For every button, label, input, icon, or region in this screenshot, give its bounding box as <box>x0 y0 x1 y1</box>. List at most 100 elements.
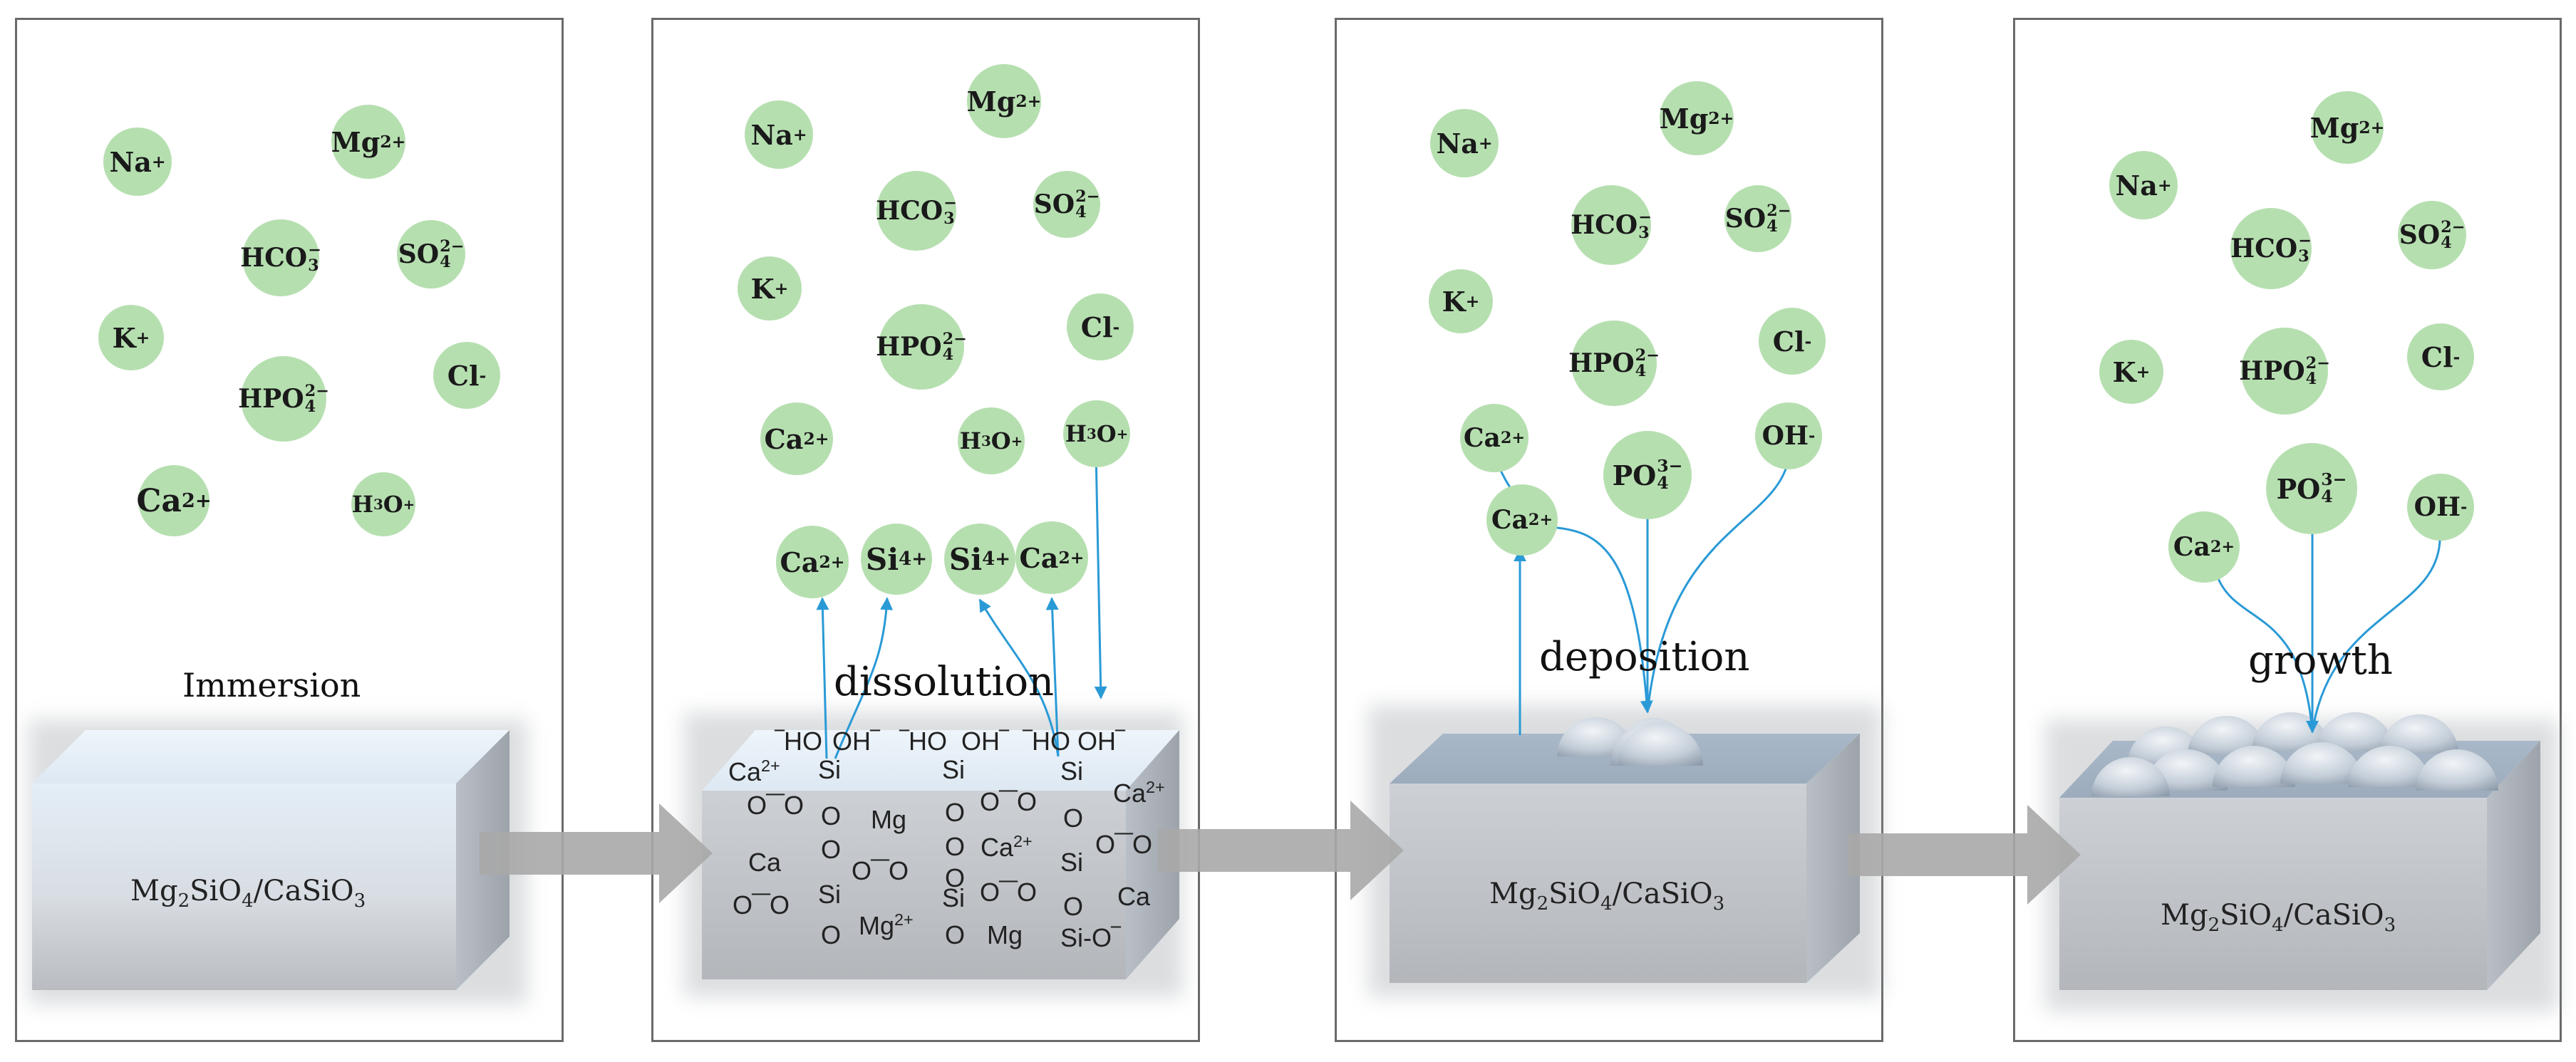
surface-oo: O‾‾O <box>747 791 804 820</box>
surface-o: O <box>821 920 842 949</box>
surface-o: O <box>945 832 966 861</box>
ion-oh: OH- <box>1755 402 1822 469</box>
process-arrow-2 <box>1158 801 1404 900</box>
ion-hco3: HCO−3 <box>240 219 321 296</box>
ion-na: Na+ <box>1430 109 1499 177</box>
material-label-1: Mg2SiO4/CaSiO3 <box>130 875 366 912</box>
surface-o: O <box>945 798 966 827</box>
surface-mg: Mg <box>871 805 907 834</box>
process-arrows <box>480 801 2081 905</box>
ion-flow-arrows <box>816 452 2441 759</box>
hydroxyapatite-dome <box>2348 746 2431 787</box>
block-growth <box>2045 712 2558 1011</box>
process-arrow-1 <box>480 803 713 903</box>
hydroxyapatite-dome <box>2188 716 2266 755</box>
surface-oo: O‾‾O <box>1095 830 1152 859</box>
ion-cl: Cl- <box>1759 308 1826 375</box>
surface-ca: Ca <box>748 848 782 877</box>
ion-hco3: HCO−3 <box>1571 185 1652 265</box>
block-deposition <box>1368 705 1881 997</box>
arrow-ca-deposit <box>1549 526 1653 714</box>
ion-cl: Cl- <box>1067 293 1134 360</box>
surface-ho: ‾HO <box>1023 727 1070 756</box>
label-immersion: Immersion <box>182 666 361 704</box>
ion-na: Na+ <box>745 100 813 169</box>
arrow-ca-release-2 <box>1045 597 1060 757</box>
surface-o: O <box>1063 803 1084 833</box>
surface-oo: O‾‾O <box>733 890 790 920</box>
hydroxyapatite-dome <box>2416 749 2498 791</box>
material-label-3: Mg2SiO4/CaSiO3 <box>1489 878 1725 915</box>
ion-k: K+ <box>1429 269 1493 333</box>
surface-ho: ‾HO <box>900 727 947 756</box>
surface-si: Si <box>1060 756 1084 786</box>
surface-sio: Si-O‾ <box>1060 923 1120 952</box>
surface-o: O <box>821 835 842 864</box>
surface-oo: O‾‾O <box>980 878 1037 907</box>
ion-cl: Cl- <box>2407 323 2474 390</box>
ion-hco3: HCO−3 <box>2230 208 2312 289</box>
surface-ca2: Ca2+ <box>981 832 1033 862</box>
surface-oh: OH‾ <box>832 727 879 756</box>
ion-k: K+ <box>738 256 802 321</box>
ion-oh: OH- <box>2407 474 2474 541</box>
arrow-h3o-uptake <box>1094 452 1107 699</box>
surface-o: O <box>945 920 966 949</box>
hydroxyapatite-dome <box>2280 742 2363 784</box>
surface-o: O <box>821 801 842 831</box>
ion-na: Na+ <box>2109 151 2178 219</box>
arrow-oh-growth <box>2311 539 2441 733</box>
surface-mg2: Mg2+ <box>859 910 914 940</box>
surface-si: Si <box>942 755 966 784</box>
surface-mg: Mg <box>987 920 1023 949</box>
hydroxyapatite-dome <box>2380 714 2458 754</box>
block-immersion <box>29 719 527 1004</box>
ion-k: K+ <box>98 305 164 370</box>
arrow-oh-deposit <box>1646 459 1790 713</box>
surface-si: Si <box>942 883 966 912</box>
surface-oo: O‾‾O <box>852 856 909 885</box>
arrow-si-release-2 <box>978 598 1060 757</box>
hydroxyapatite-dome <box>2213 746 2295 787</box>
material-label-4: Mg2SiO4/CaSiO3 <box>2161 899 2396 936</box>
surface-oo: O‾‾O <box>980 787 1037 816</box>
label-dissolution: dissolution <box>834 659 1055 705</box>
ion-na: Na+ <box>103 127 172 196</box>
surface-ca: Ca <box>1117 882 1151 911</box>
label-deposition: deposition <box>1539 634 1750 680</box>
hydroxyapatite-dome <box>1618 723 1703 766</box>
label-growth: growth <box>2248 637 2393 684</box>
hydroxyapatite-dome <box>2316 712 2394 751</box>
surface-si: Si <box>818 880 842 909</box>
ion-k: K+ <box>2099 340 2163 404</box>
ion-hco3: HCO−3 <box>876 171 957 251</box>
surface-o: O <box>945 863 966 892</box>
surface-si: Si <box>818 755 842 784</box>
arrow-ca-release <box>816 597 829 759</box>
surface-o: O <box>1063 892 1084 921</box>
surface-oh: OH‾ <box>961 727 1008 756</box>
